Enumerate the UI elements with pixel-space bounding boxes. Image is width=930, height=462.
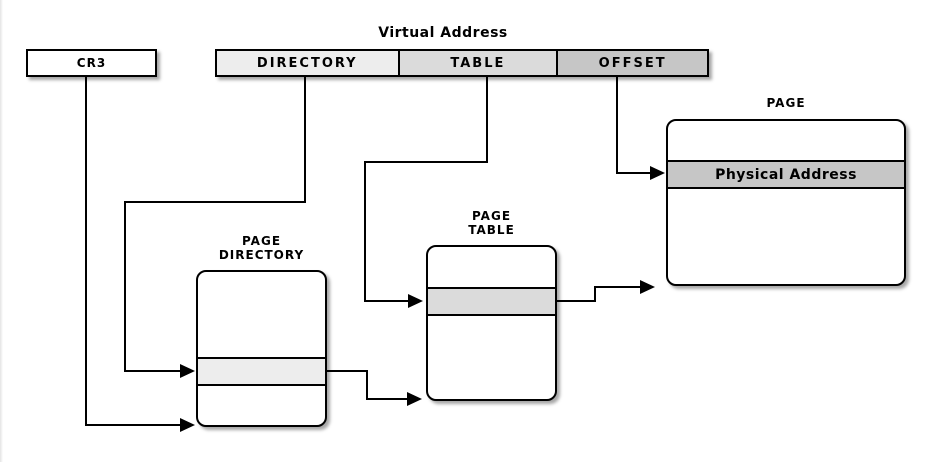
table-field-label: TABLE bbox=[450, 55, 506, 71]
canvas-left-edge bbox=[0, 0, 3, 462]
page-directory-entry-row bbox=[198, 357, 325, 386]
page-directory-box bbox=[196, 270, 327, 427]
cr3-register-box: CR3 bbox=[26, 49, 157, 77]
page-directory-title: PAGE DIRECTORY bbox=[218, 234, 305, 262]
directory-field: DIRECTORY bbox=[217, 51, 398, 75]
physical-address-row: Physical Address bbox=[668, 160, 904, 189]
cr3-label: CR3 bbox=[76, 56, 107, 70]
directory-field-label: DIRECTORY bbox=[256, 55, 358, 71]
virtual-address-bar: DIRECTORY TABLE OFFSET bbox=[215, 49, 709, 77]
offset-field-label: OFFSET bbox=[598, 55, 667, 71]
arrowhead-icon bbox=[408, 294, 423, 308]
arrowhead-icon bbox=[650, 166, 665, 180]
page-table-entry-row bbox=[428, 287, 555, 316]
page-box: Physical Address bbox=[666, 119, 906, 286]
arrowhead-icon bbox=[180, 418, 195, 432]
page-table-title: PAGE TABLE bbox=[468, 209, 515, 237]
offset-field: OFFSET bbox=[556, 51, 707, 75]
arrowhead-icon bbox=[180, 364, 195, 378]
arrowhead-icon bbox=[407, 392, 422, 406]
arrowhead-icon bbox=[640, 280, 655, 294]
table-field: TABLE bbox=[397, 51, 557, 75]
page-title: PAGE bbox=[766, 96, 806, 110]
page-table-box bbox=[426, 245, 557, 401]
diagram-title: Virtual Address bbox=[378, 25, 508, 41]
physical-address-label: Physical Address bbox=[715, 166, 857, 183]
